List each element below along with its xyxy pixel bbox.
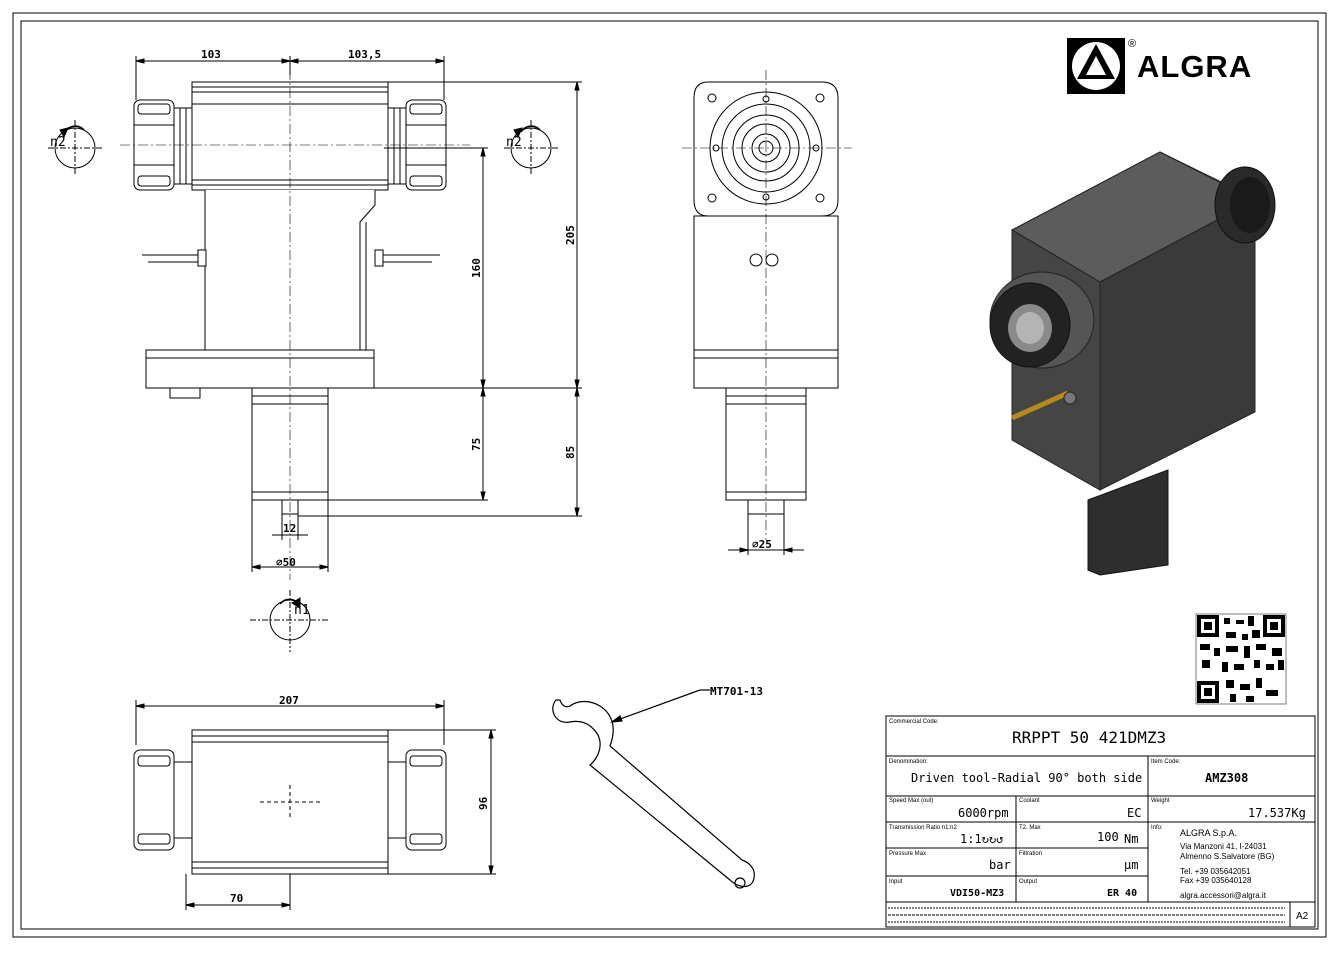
- rotation-label-n1: n1: [294, 603, 310, 618]
- qr-code: [1195, 613, 1287, 705]
- speed-label: Speed Max (out): [889, 798, 933, 804]
- output-label: Output: [1019, 879, 1037, 885]
- isometric-product-render: [989, 151, 1276, 576]
- dim-103: 103: [201, 48, 221, 61]
- output-value: ER 40: [1107, 888, 1137, 899]
- weight-value: 17.537Kg: [1248, 806, 1306, 820]
- inner-border: [20, 20, 1319, 930]
- dim-160: 160: [470, 258, 483, 278]
- wrench-part-number: MT701-13: [710, 685, 763, 698]
- registered-mark: ®: [1128, 38, 1136, 50]
- dim-75: 75: [470, 438, 483, 451]
- filtration-label: Filtration: [1019, 851, 1042, 857]
- weight-label: Weight: [1151, 798, 1170, 804]
- address-line-2: Almenno S.Salvatore (BG): [1180, 852, 1275, 861]
- rotation-label-n2-right: n2: [506, 135, 522, 150]
- dim-12: 12: [283, 522, 296, 535]
- dim-diam-50: ∅50: [276, 556, 296, 569]
- ratio-label: Transmission Ratio n1:n2: [889, 825, 957, 831]
- company-name: ALGRA S.p.A.: [1180, 828, 1237, 838]
- item-code: AMZ308: [1205, 771, 1248, 785]
- item-code-label: Item Code:: [1151, 759, 1181, 765]
- input-value: VDI50-MZ3: [950, 888, 1004, 899]
- commercial-code: RRPPT 50 421DMZ3: [1012, 728, 1166, 747]
- torque-unit: Nm: [1124, 832, 1138, 846]
- dim-85: 85: [564, 446, 577, 459]
- rotation-symbol-n2-right: n2: [504, 120, 558, 176]
- denomination-label: Denomination:: [889, 759, 928, 765]
- coolant-value: EC: [1127, 806, 1141, 820]
- title-block: [885, 715, 1316, 928]
- fax: Fax +39 035640128: [1180, 876, 1252, 885]
- rotation-label-n2-left: n2: [50, 135, 66, 150]
- info-label: Info:: [1151, 825, 1163, 831]
- top-view-dimension-labels: 207 96 70: [230, 694, 490, 905]
- dim-diam-25: ∅25: [752, 538, 772, 551]
- commercial-code-label: Commercial Code:: [889, 719, 939, 725]
- sheet-size: A2: [1296, 911, 1309, 922]
- speed-value: 6000rpm: [958, 806, 1009, 820]
- brand-name: ALGRA: [1137, 49, 1252, 84]
- outer-border: [12, 12, 1327, 938]
- front-view-dimension-labels: 103 103,5 205 160 75 85 12 ∅50: [201, 48, 577, 569]
- pressure-value: bar: [989, 858, 1011, 872]
- input-label: Input: [889, 879, 903, 885]
- torque-value: 100: [1097, 830, 1119, 844]
- email: algra.accessori@algra.it: [1180, 891, 1267, 900]
- telephone: Tel. +39 035642051: [1180, 867, 1251, 876]
- side-view: [682, 70, 852, 555]
- wrench-drawing: [552, 689, 755, 889]
- rotation-symbol-n2-left: n2: [48, 120, 102, 176]
- torque-label: T2. Max: [1019, 825, 1041, 831]
- dim-205: 205: [564, 225, 577, 245]
- dim-70: 70: [230, 892, 243, 905]
- ratio-value: 1:1↻↻↺: [960, 832, 1003, 846]
- algra-logo: ® ALGRA: [1067, 38, 1252, 94]
- pressure-label: Pressure Max: [889, 851, 926, 857]
- front-view: [120, 56, 582, 580]
- title-block-text: Commercial Code: RRPPT 50 421DMZ3 Denomi…: [889, 719, 1309, 922]
- dim-207: 207: [279, 694, 299, 707]
- dim-103-5: 103,5: [348, 48, 381, 61]
- top-view: [133, 700, 496, 910]
- coolant-label: Coolant: [1019, 798, 1040, 804]
- dim-96: 96: [477, 796, 490, 810]
- address-line-1: Via Manzoni 41, I-24031: [1180, 842, 1267, 851]
- denomination: Driven tool-Radial 90° both side: [911, 771, 1142, 785]
- filtration-value: μm: [1124, 858, 1138, 872]
- rotation-symbol-n1: n1: [250, 590, 330, 652]
